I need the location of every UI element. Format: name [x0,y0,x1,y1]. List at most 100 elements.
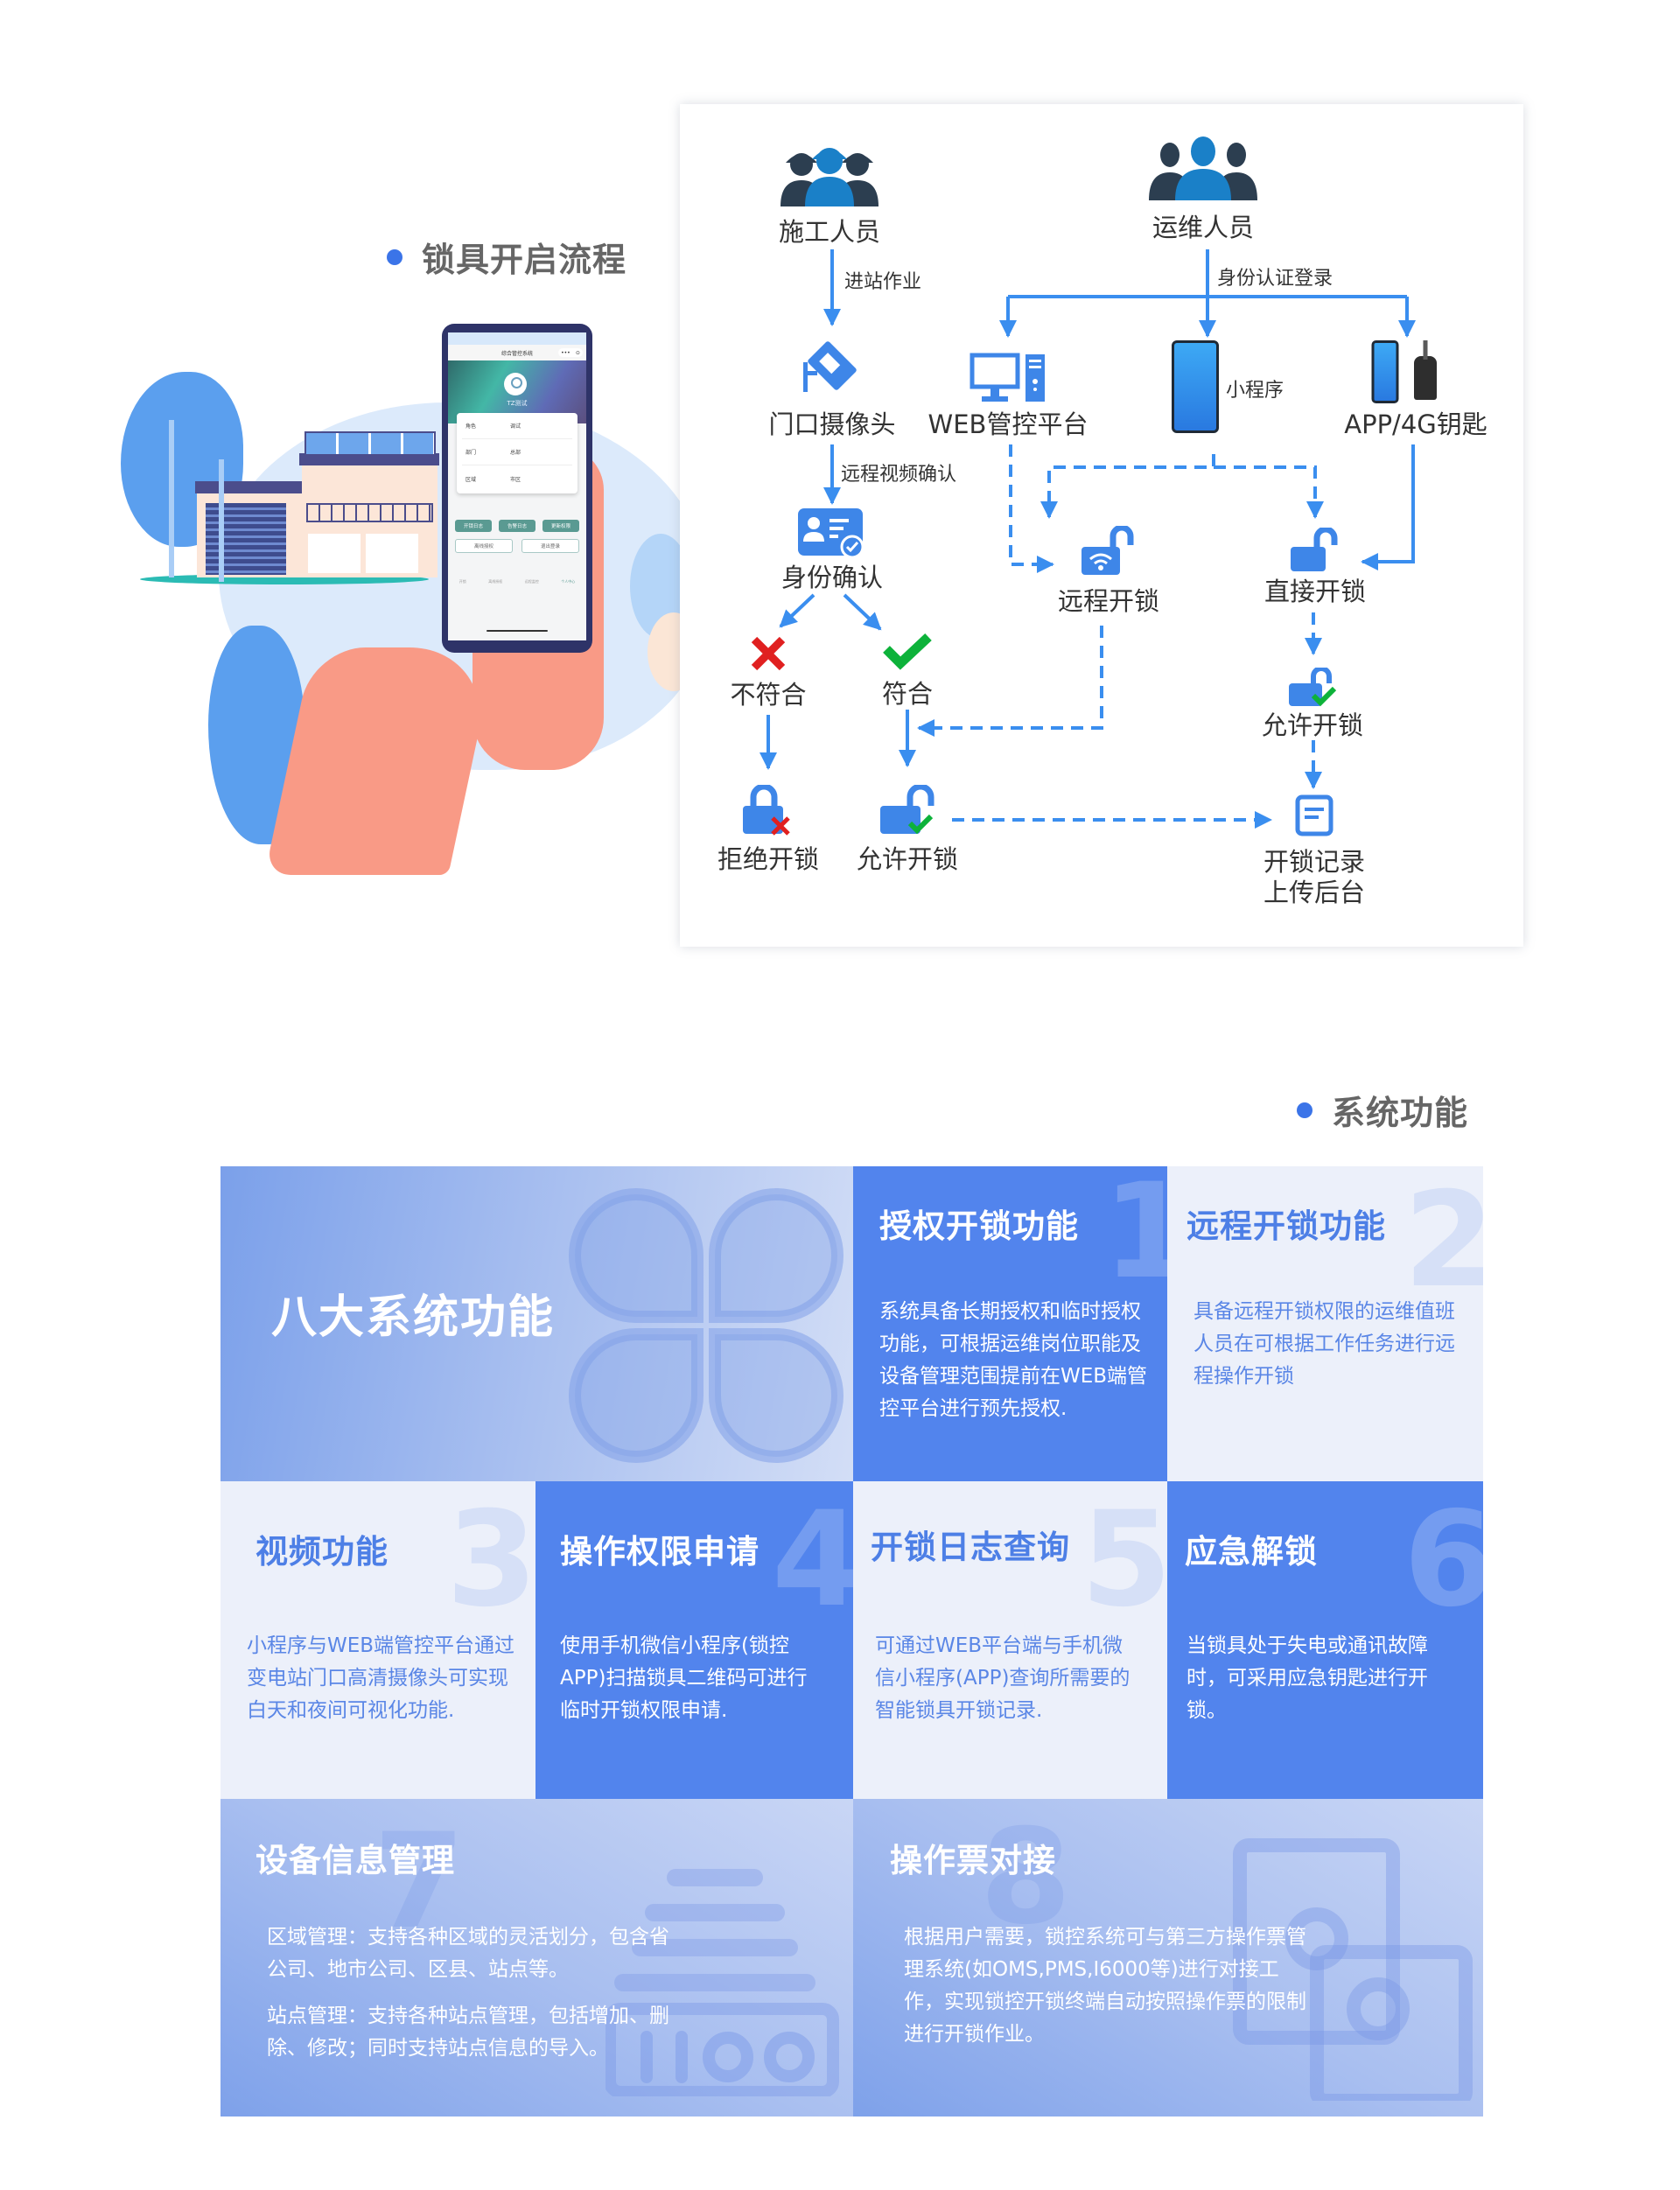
phone-primary-buttons: 开锁日志 告警日志 更新权限 [455,520,579,532]
key-blade [1423,340,1428,360]
function-number: 1 [1102,1166,1167,1308]
building-left-roof [195,481,304,493]
function-number: 8 [980,1802,1072,1954]
node-record-line2: 上传后台 [1263,878,1366,907]
functions-hero-tile: 八大系统功能 [220,1166,853,1481]
info-value: 调试 [510,423,522,430]
flow-connectors [760,249,1416,829]
node-allow-unlock-right: 允许开锁 [1261,710,1364,740]
construction-workers-icon [780,148,878,206]
node-web-platform: WEB管控平台 [928,409,1088,439]
tab-offline-auth[interactable]: 离线授权 [488,579,503,584]
function-number: 4 [772,1484,853,1636]
function-title: 操作票对接 [890,1842,1056,1879]
node-match: 符合 [881,679,934,709]
node-construction-staff: 施工人员 [778,217,881,247]
4g-key-icon [1414,356,1437,400]
node-mini-program: 小程序 [1226,380,1284,402]
phone-status-bar [448,332,586,345]
wifi-unlock-icon [1082,526,1134,575]
info-key: 区域 [466,476,477,483]
mini-program-phone-icon [1172,340,1219,433]
garage-door [206,503,286,575]
unlock-log-button[interactable]: 开锁日志 [455,520,492,532]
unlock-allowed-icon [880,785,934,835]
info-row: 区域 市区 [462,465,572,492]
edge-miniprogram-split [1040,454,1215,519]
flowchart-decoration-icon [1233,1838,1473,2101]
phone-screen: 综合管控系统 ••• ⊙ TZ测试 角色调试 部门总部 区域市区 开锁日志 告警… [448,332,586,640]
section-title-text: 系统功能 [1332,1094,1469,1132]
node-app-key: APP/4G钥匙 [1344,409,1488,439]
section-title-functions: 系统功能 [1297,1086,1468,1134]
function-desc: 系统具备长期授权和临时授权功能，可根据运维岗位职能及设备管理范围提前在WEB端管… [879,1300,1148,1420]
unlock-icon [1291,528,1338,571]
info-value: 总部 [510,450,522,456]
function-number: 5 [1081,1484,1167,1636]
document-icon [1295,794,1334,836]
close-circle-icon[interactable]: ⊙ [575,349,580,356]
offline-auth-button[interactable]: 离线授权 [455,539,513,553]
functions-hero-title: 八大系统功能 [271,1291,556,1344]
node-not-match: 不符合 [730,680,807,710]
node-door-camera: 门口摄像头 [768,409,896,439]
node-remote-unlock: 远程开锁 [1057,586,1160,616]
functions-grid: 八大系统功能 1 授权开锁功能 系统具备长期授权和临时授权功能，可根据运维岗位职… [220,1166,1483,2117]
window-left [308,534,360,573]
function-tile-5: 5 开锁日志查询 可通过WEB平台端与手机微信小程序(APP)查询所需要的智能锁… [853,1481,1167,1799]
phone-tabbar: 开锁 离线授权 远程监控 个人中心 [448,569,586,595]
info-value: 市区 [510,476,522,483]
edge-label-auth-login: 身份认证登录 [1217,268,1334,290]
node-identity-check: 身份确认 [780,563,884,592]
solar-panels [304,431,436,456]
section-title-text: 锁具开启流程 [422,241,627,279]
bullet-dot [387,248,402,265]
server-decoration-icon [606,1869,839,2096]
tab-profile[interactable]: 个人中心 [561,579,576,584]
phone-app-title: 综合管控系统 [500,350,533,357]
function-desc: 使用手机微信小程序(锁控APP)扫描锁具二维码可进行临时开锁权限申请. [560,1634,808,1722]
function-number: 2 [1404,1166,1483,1317]
edge-web-to-remote [1009,444,1054,573]
node-direct-unlock: 直接开锁 [1264,577,1367,606]
app-phone-icon [1371,340,1399,403]
tab-remote-monitor[interactable]: 远程监控 [524,579,539,584]
tab-unlock[interactable]: 开锁 [458,579,466,584]
edge-remote-to-allow [917,626,1103,737]
function-tile-4: 4 操作权限申请 使用手机微信小程序(锁控APP)扫描锁具二维码可进行临时开锁权… [536,1481,853,1799]
node-ops-staff: 运维人员 [1152,213,1255,242]
edge-identity-to-notmatch [779,593,816,628]
mini-program-capsule[interactable]: ••• ⊙ [558,348,583,357]
info-row: 部门总部 [462,439,572,465]
function-title: 设备信息管理 [256,1842,455,1879]
wind-turbine-1 [169,420,174,577]
edge-identity-to-match [843,593,882,631]
balcony [306,503,433,522]
function-title: 视频功能 [256,1533,388,1571]
edge-app-to-direct [1361,444,1415,570]
function-desc: 可通过WEB平台端与手机微信小程序(APP)查询所需要的智能锁具开锁记录. [875,1634,1130,1722]
function-title: 开锁日志查询 [871,1529,1070,1566]
function-desc: 根据用户需要，锁控系统可与第三方操作票管理系统(如OMS,PMS,I6000等)… [904,1926,1306,2046]
building-main-roof [299,453,439,465]
function-tile-1: 1 授权开锁功能 系统具备长期授权和临时授权功能，可根据运维岗位职能及设备管理范… [853,1166,1167,1481]
phone-navbar: 综合管控系统 ••• ⊙ [448,345,586,360]
function-number: 3 [446,1484,536,1636]
logout-button[interactable]: 退出登录 [522,539,579,553]
more-icon[interactable]: ••• [561,349,570,356]
node-allow-unlock: 允许开锁 [856,844,959,874]
function-desc-site: 站点管理：支持各种站点管理，包括增加、删除、修改；同时支持站点信息的导入。 [267,2005,669,2060]
update-permission-button[interactable]: 更新权限 [542,520,579,532]
unlock-flow-diagram: 施工人员 运维人员 进站作业 身份认证登录 门口摄像头 远程视频确认 WEB管控… [680,104,1523,947]
info-key: 角色 [466,423,477,430]
phone-secondary-buttons: 离线授权 退出登录 [455,539,579,553]
function-title: 应急解锁 [1185,1533,1318,1571]
security-camera-icon [803,341,857,392]
edge-label-enter-site: 进站作业 [844,271,922,293]
function-desc-region: 区域管理：支持各种区域的灵活划分，包含省公司、地市公司、区县、站点等。 [267,1926,669,1981]
edge-miniprogram-to-direct [1214,465,1324,519]
function-title: 授权开锁功能 [879,1207,1079,1245]
function-tile-3: 3 视频功能 小程序与WEB端管控平台通过变电站门口高清摄像头可实现白天和夜间可… [220,1481,536,1799]
hero-illustration: 综合管控系统 ••• ⊙ TZ测试 角色调试 部门总部 区域市区 开锁日志 告警… [105,315,709,875]
alarm-log-button[interactable]: 告警日志 [499,520,536,532]
